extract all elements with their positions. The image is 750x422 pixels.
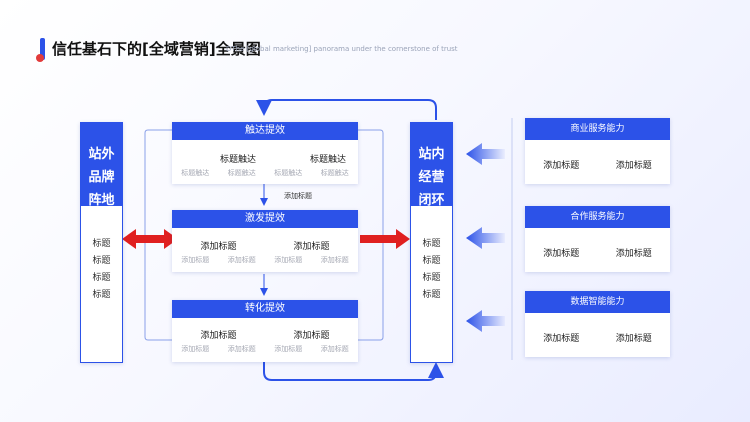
card-sub: 添加标题 bbox=[227, 256, 256, 264]
card-sub: 添加标题 bbox=[181, 256, 210, 264]
card-sub: 标题触达 bbox=[320, 169, 349, 177]
capability-card-data-intelligence: 数据智能能力 添加标题 添加标题 bbox=[525, 291, 670, 357]
title-accent-bar bbox=[40, 38, 45, 60]
card-sub: 添加标题 bbox=[320, 345, 349, 353]
red-right-arrow bbox=[360, 229, 410, 249]
capability-item: 添加标题 bbox=[615, 249, 652, 259]
list-item: 标题 bbox=[92, 256, 111, 266]
center-card-reach: 触达提效 标题触达 标题触达 标题触达 标题触达 标题触达 标题触达 bbox=[172, 122, 358, 184]
capability-card-partnership: 合作服务能力 添加标题 添加标题 bbox=[525, 206, 670, 272]
capability-items-row: 添加标题 添加标题 bbox=[525, 246, 670, 259]
left-panel-items: 标题 标题 标题 标题 bbox=[81, 206, 122, 304]
capability-arrow-1 bbox=[466, 143, 505, 165]
connector-label: 添加标题 bbox=[284, 192, 312, 200]
left-panel-offsite-brand: 站外 品牌 阵地 标题 标题 标题 标题 bbox=[80, 122, 123, 363]
card-subs-row: 添加标题 添加标题 添加标题 添加标题 bbox=[172, 344, 358, 354]
list-item: 标题 bbox=[422, 290, 441, 300]
capability-title: 商业服务能力 bbox=[525, 118, 670, 140]
card-sub: 添加标题 bbox=[227, 345, 256, 353]
capability-arrow-2 bbox=[466, 227, 505, 249]
list-item: 标题 bbox=[92, 273, 111, 283]
card-item: 添加标题 bbox=[293, 331, 330, 341]
left-head-line: 阵地 bbox=[88, 193, 115, 208]
capability-items-row: 添加标题 添加标题 bbox=[525, 331, 670, 344]
list-item: 标题 bbox=[422, 273, 441, 283]
card-sub: 添加标题 bbox=[320, 256, 349, 264]
center-card-stimulate: 激发提效 添加标题 添加标题 添加标题 添加标题 添加标题 添加标题 bbox=[172, 210, 358, 272]
card-subs-row: 标题触达 标题触达 标题触达 标题触达 bbox=[172, 168, 358, 178]
card-item: 标题触达 bbox=[219, 155, 256, 165]
right-head-line: 经营 bbox=[418, 170, 445, 185]
card-item: 添加标题 bbox=[200, 242, 237, 252]
card-title: 激发提效 bbox=[172, 210, 358, 228]
list-item: 标题 bbox=[92, 290, 111, 300]
card-sub: 添加标题 bbox=[181, 345, 210, 353]
right-head-line: 闭环 bbox=[418, 193, 445, 208]
card-item: 添加标题 bbox=[293, 242, 330, 252]
card-title: 转化提效 bbox=[172, 300, 358, 318]
capability-item: 添加标题 bbox=[615, 334, 652, 344]
card-items-row: 添加标题 添加标题 bbox=[172, 328, 358, 341]
card-item: 标题触达 bbox=[309, 155, 346, 165]
page-title: 信任基石下的[全域营销]全景图 bbox=[52, 40, 261, 58]
card-sub: 添加标题 bbox=[274, 345, 303, 353]
capability-title: 数据智能能力 bbox=[525, 291, 670, 313]
card-subs-row: 添加标题 添加标题 添加标题 添加标题 bbox=[172, 255, 358, 265]
card-sub: 标题触达 bbox=[274, 169, 303, 177]
card-title: 触达提效 bbox=[172, 122, 358, 140]
card-items-row: 添加标题 添加标题 bbox=[172, 239, 358, 252]
capability-item: 添加标题 bbox=[543, 334, 580, 344]
card-sub: 添加标题 bbox=[274, 256, 303, 264]
capability-item: 添加标题 bbox=[543, 249, 580, 259]
capability-card-business: 商业服务能力 添加标题 添加标题 bbox=[525, 118, 670, 184]
capability-title: 合作服务能力 bbox=[525, 206, 670, 228]
capability-arrow-3 bbox=[466, 310, 505, 332]
page-subtitle: DThe [global marketing] panorama under t… bbox=[226, 45, 458, 53]
list-item: 标题 bbox=[92, 239, 111, 249]
title-accent-dot bbox=[36, 54, 44, 62]
right-panel-items: 标题 标题 标题 标题 bbox=[411, 206, 452, 304]
card-items-row: 标题触达 标题触达 bbox=[172, 152, 358, 165]
list-item: 标题 bbox=[422, 256, 441, 266]
center-card-convert: 转化提效 添加标题 添加标题 添加标题 添加标题 添加标题 添加标题 bbox=[172, 300, 358, 362]
left-head-line: 品牌 bbox=[88, 170, 115, 185]
card-item: 添加标题 bbox=[200, 331, 237, 341]
bottom-loop-arrow bbox=[263, 362, 444, 381]
capability-items-row: 添加标题 添加标题 bbox=[525, 158, 670, 171]
list-item: 标题 bbox=[422, 239, 441, 249]
capability-item: 添加标题 bbox=[615, 161, 652, 171]
top-loop-arrow bbox=[256, 99, 437, 120]
right-panel-onsite-loop: 站内 经营 闭环 标题 标题 标题 标题 bbox=[410, 122, 453, 363]
right-head-line: 站内 bbox=[418, 147, 445, 162]
red-double-arrow bbox=[122, 229, 178, 249]
card-sub: 标题触达 bbox=[181, 169, 210, 177]
card-sub: 标题触达 bbox=[227, 169, 256, 177]
left-head-line: 站外 bbox=[88, 147, 115, 162]
capability-item: 添加标题 bbox=[543, 161, 580, 171]
right-panel-head: 站内 经营 闭环 bbox=[411, 123, 452, 208]
left-panel-head: 站外 品牌 阵地 bbox=[81, 123, 122, 208]
